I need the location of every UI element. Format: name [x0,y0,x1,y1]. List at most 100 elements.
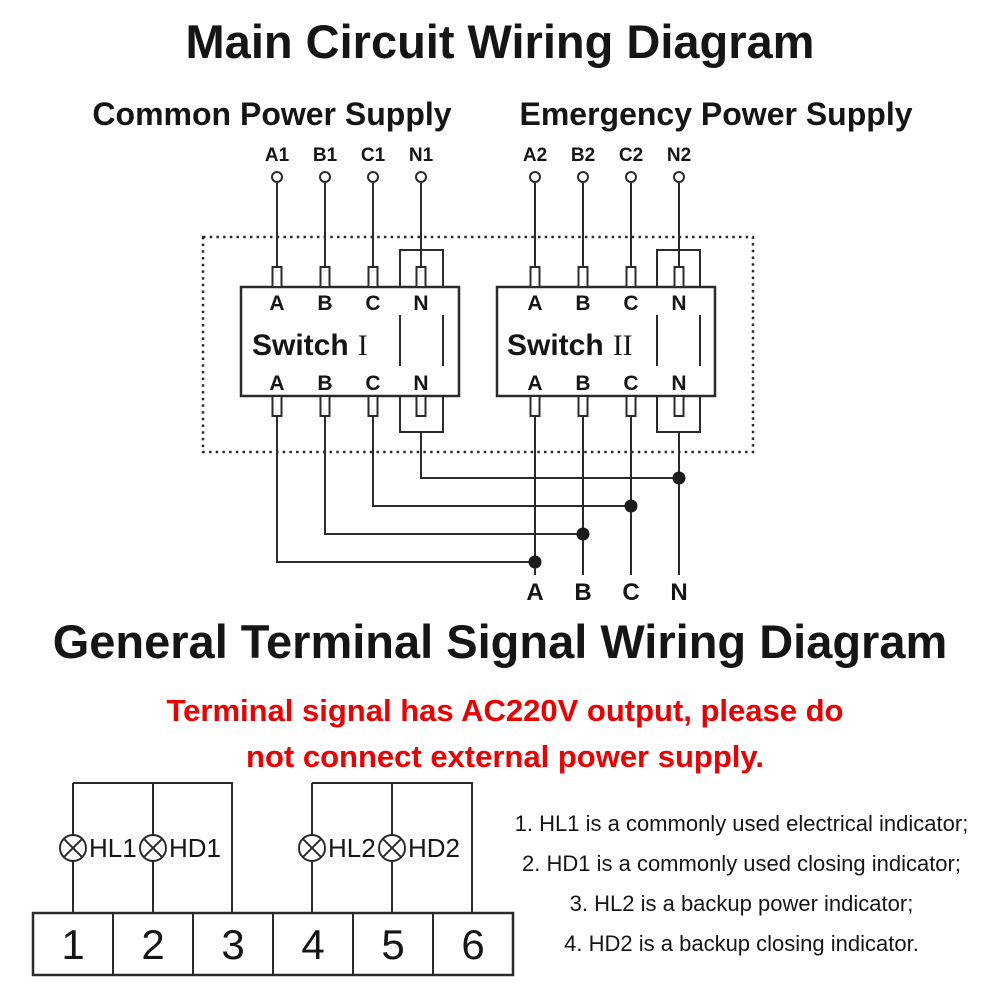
terminal-circle [625,171,637,183]
lamp-cross [382,838,402,858]
wire-switch1-a [276,416,535,563]
lamp-cross [302,838,322,858]
output-label: N [670,579,687,606]
terminal-label-a2: A2 [523,145,547,166]
switch-pin [577,266,589,288]
switch-pin [625,266,637,288]
common-power-supply-label: Common Power Supply [92,96,452,132]
switch2-name: Switch II [507,329,633,362]
lamp-label-hl1: HL1 [89,833,137,863]
pin-label: C [623,292,638,315]
switch-pin [271,395,283,417]
wire-switch1-n [420,432,679,479]
switch1-body [239,285,461,398]
pin-label: N [413,372,428,395]
terminal-circle [271,171,283,183]
pin-label: A [527,292,542,315]
note-hd2: 4. HD2 is a backup closing indicator. [564,931,919,956]
pin-label: B [317,372,332,395]
switch-pin [529,266,541,288]
switch2-body [495,285,717,398]
switch-pin [673,266,685,288]
switch-pin [271,266,283,288]
main-circuit-diagram: A1 B1 C1 N1 A2 B2 C2 N2 [201,145,755,606]
lamp-circuit-1-wires [72,782,233,913]
pin-label: C [365,292,380,315]
terminal-label-b2: B2 [571,145,595,166]
pin-label: N [671,372,686,395]
terminal-cell-2: 2 [141,921,164,968]
emergency-power-supply-label: Emergency Power Supply [519,96,913,132]
junction-dot [624,499,638,513]
terminal-cell-5: 5 [381,921,404,968]
output-label: B [574,579,591,606]
junction-dot [672,471,686,485]
terminal-label-n1: N1 [409,145,434,166]
terminal-circle [577,171,589,183]
switch-pin [319,266,331,288]
dashed-enclosure [201,235,755,454]
switch-pin [367,395,379,417]
terminal-signal-diagram: HL1 HD1 HL2 HD2 1 2 3 [31,782,515,977]
terminal-label-c2: C2 [619,145,643,166]
terminal-circle [673,171,685,183]
switch2-numeral: II [613,329,633,362]
terminal-cell-6: 6 [461,921,484,968]
pin-label: C [623,372,638,395]
pin-label: A [269,372,284,395]
pin-label: B [317,292,332,315]
junction-dot [528,555,542,569]
switch-pin [319,395,331,417]
terminal-label-a1: A1 [265,145,290,166]
pin-label: C [365,372,380,395]
terminal-circle [367,171,379,183]
switch-pin [367,266,379,288]
lamp-cross [143,838,163,858]
switch-pin [625,395,637,417]
terminal-circle [415,171,427,183]
output-label: A [526,579,543,606]
note-hd1: 2. HD1 is a commonly used closing indica… [522,851,961,876]
switch1-numeral: I [358,329,368,362]
note-hl1: 1. HL1 is a commonly used electrical ind… [514,811,969,836]
terminal-label-b1: B1 [313,145,338,166]
switch-pin [415,266,427,288]
lamp-cross [63,838,83,858]
terminal-cell-1: 1 [61,921,84,968]
terminal-signal-title: General Terminal Signal Wiring Diagram [52,615,948,668]
switch-pin [673,395,685,417]
pin-label: N [671,292,686,315]
note-hl2: 3. HL2 is a backup power indicator; [569,891,914,916]
main-circuit-title: Main Circuit Wiring Diagram [185,15,815,68]
switch-pin [529,395,541,417]
terminal-cell-3: 3 [221,921,244,968]
pin-label: N [413,292,428,315]
junction-dot [576,527,590,541]
terminal-circle [319,171,331,183]
lamp-label-hd2: HD2 [408,833,460,863]
terminal-label-c1: C1 [361,145,386,166]
lamp-label-hl2: HL2 [328,833,376,863]
wire-switch1-c [372,416,631,507]
pin-label: B [575,292,590,315]
warning-line-2: not connect external power supply. [246,739,764,774]
switch1-name-text: Switch [252,329,349,362]
terminal-label-n2: N2 [667,145,691,166]
indicator-notes: 1. HL1 is a commonly used electrical ind… [488,804,995,964]
lamp-circuit-2-wires [311,782,473,913]
warning-line-1: Terminal signal has AC220V output, pleas… [166,693,844,728]
terminal-circle [529,171,541,183]
wire-switch1-b [324,416,583,535]
switch2-name-text: Switch [507,329,604,362]
pin-label: A [269,292,284,315]
pin-label: A [527,372,542,395]
warning-text: Terminal signal has AC220V output, pleas… [10,688,1000,780]
pin-label: B [575,372,590,395]
output-label: C [622,579,639,606]
terminal-cell-4: 4 [301,921,324,968]
lamp-label-hd1: HD1 [169,833,221,863]
switch-pin [577,395,589,417]
switch1-name: Switch I [252,329,368,362]
